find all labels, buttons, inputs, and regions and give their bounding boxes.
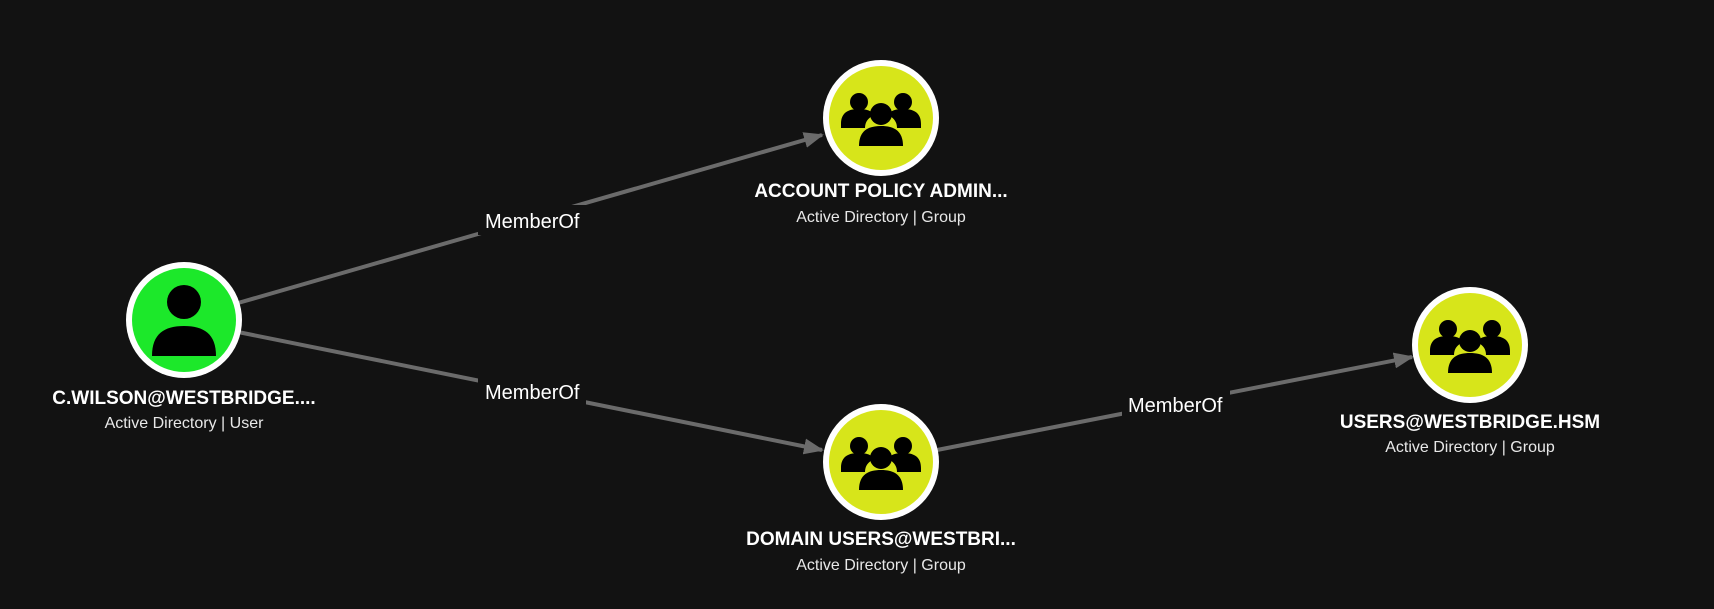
group-icon — [841, 93, 921, 146]
node-name: ACCOUNT POLICY ADMIN... — [754, 181, 1007, 202]
node-users[interactable]: USERS@WESTBRIDGE.HSM Active Directory | … — [1340, 287, 1600, 456]
node-name: USERS@WESTBRIDGE.HSM — [1340, 412, 1600, 433]
group-icon — [841, 437, 921, 490]
node-subtitle: Active Directory | Group — [796, 209, 966, 226]
edge-label-memberof: MemberOf — [485, 382, 580, 404]
edge-domain-users-to-users[interactable]: MemberOf — [936, 352, 1414, 452]
group-icon — [1430, 320, 1510, 373]
node-subtitle: Active Directory | Group — [1385, 439, 1555, 456]
node-account-policy-admin[interactable]: ACCOUNT POLICY ADMIN... Active Directory… — [754, 60, 1008, 226]
edge-label-memberof: MemberOf — [485, 211, 580, 233]
edge-label-memberof: MemberOf — [1128, 395, 1223, 417]
node-name: C.WILSON@WESTBRIDGE.... — [52, 388, 315, 409]
node-subtitle: Active Directory | Group — [796, 557, 966, 574]
node-cwilson[interactable]: C.WILSON@WESTBRIDGE.... Active Directory… — [52, 262, 316, 432]
user-node-circle — [132, 268, 236, 372]
edge-cwilson-to-domain-users[interactable]: MemberOf — [237, 330, 824, 455]
edge-cwilson-to-account-policy[interactable]: MemberOf — [237, 132, 824, 305]
user-icon — [152, 285, 216, 356]
node-name: DOMAIN USERS@WESTBRI... — [746, 529, 1016, 550]
node-subtitle: Active Directory | User — [105, 415, 265, 432]
node-domain-users[interactable]: DOMAIN USERS@WESTBRI... Active Directory… — [746, 404, 1016, 574]
